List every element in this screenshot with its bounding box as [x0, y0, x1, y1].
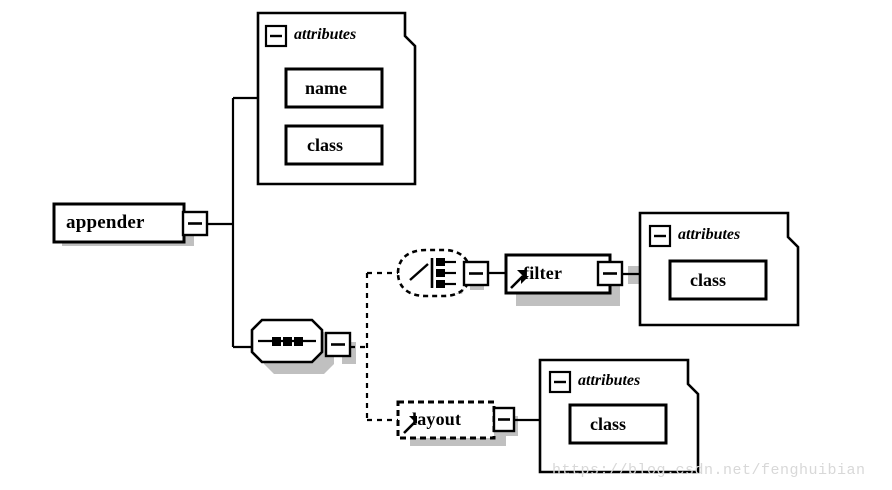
element-box-layout[interactable]: [396, 400, 496, 440]
collapse-toggle-filter[interactable]: [596, 260, 624, 287]
collapse-toggle-appender[interactable]: [181, 210, 209, 237]
collapse-toggle-sequence[interactable]: [324, 331, 352, 358]
attribute-box-name[interactable]: [284, 67, 384, 109]
choice-node[interactable]: [396, 248, 472, 298]
sequence-dots-icon: [272, 337, 303, 346]
connector-lines: [207, 96, 640, 422]
collapse-toggle-choice[interactable]: [462, 260, 490, 287]
watermark-text: https://blog.csdn.net/fenghuibian: [552, 462, 866, 479]
element-box-appender[interactable]: [52, 202, 186, 244]
attribute-box-class-layout[interactable]: [568, 403, 668, 445]
choice-branch-icon: [409, 258, 456, 288]
attribute-box-class-filter[interactable]: [668, 259, 768, 301]
collapse-toggle-layout[interactable]: [492, 406, 516, 433]
expand-arrow-icon-layout: [403, 416, 417, 434]
connector-lines-dashed: [350, 271, 398, 422]
element-box-filter[interactable]: [504, 253, 612, 295]
sequence-node[interactable]: [250, 318, 324, 364]
attribute-box-class-appender[interactable]: [284, 124, 384, 166]
expand-arrow-icon-filter: [510, 270, 529, 289]
